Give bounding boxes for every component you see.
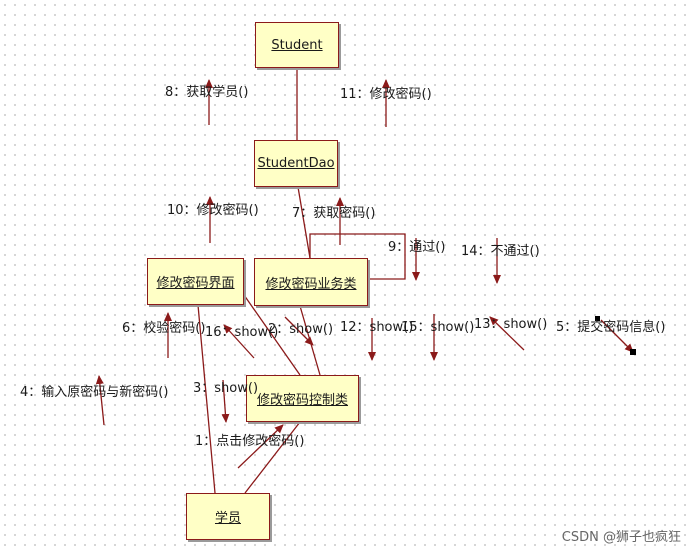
message-11: 11：修改密码(): [340, 87, 432, 102]
arrow-m1: [237, 424, 284, 469]
arrow-m16: [223, 324, 255, 359]
object-student-dao[interactable]: StudentDao: [254, 140, 338, 187]
link-controller-actor: [244, 421, 301, 494]
object-service-label: 修改密码业务类: [265, 276, 357, 292]
message-15: 15：show(): [401, 320, 475, 335]
message-9: 9：通过(): [388, 240, 446, 255]
arrow-m5: [600, 319, 634, 353]
message-7: 7：获取密码(): [292, 206, 376, 221]
object-student[interactable]: Student: [255, 22, 339, 68]
arrow-m13: [489, 316, 525, 351]
arrow-m3: [221, 379, 230, 423]
object-ui-label: 修改密码界面: [156, 276, 235, 291]
object-student-label: Student: [271, 37, 323, 53]
object-service[interactable]: 修改密码业务类: [254, 258, 368, 306]
watermark: CSDN @狮子也疯狂: [561, 530, 681, 545]
message-12: 12：show(): [340, 320, 414, 335]
message-5: 5：提交密码信息(): [556, 320, 666, 335]
message-1: 1：点击修改密码(): [195, 434, 305, 449]
message-10: 10：修改密码(): [167, 203, 259, 218]
object-student-dao-label: StudentDao: [257, 156, 335, 171]
object-actor-label: 学员: [214, 511, 241, 526]
object-actor[interactable]: 学员: [186, 493, 270, 540]
object-ui[interactable]: 修改密码界面: [147, 258, 244, 305]
object-controller[interactable]: 修改密码控制类: [246, 375, 359, 422]
object-controller-label: 修改密码控制类: [256, 393, 348, 408]
message-3: 3：show(): [193, 381, 259, 396]
message-4: 4：输入原密码与新密码(): [20, 385, 169, 400]
link-ui-controller: [243, 294, 301, 376]
message-2: 2：show(): [268, 322, 334, 337]
link-ui-actor: [197, 304, 216, 494]
link-service-controller: [299, 305, 321, 376]
message-14: 14：不通过(): [461, 244, 540, 259]
arrow-m2: [284, 316, 314, 346]
selection-handle: [595, 316, 600, 321]
link-service-self: [309, 233, 406, 280]
message-8: 8：获取学员(): [165, 85, 249, 100]
arrow-m4: [95, 375, 105, 426]
message-16: 16：show(): [205, 325, 279, 340]
selection-handle: [630, 349, 636, 355]
link-dao-service: [297, 186, 311, 259]
message-6: 6：校验密码(): [122, 321, 206, 336]
message-13: 13：show(): [474, 317, 548, 332]
